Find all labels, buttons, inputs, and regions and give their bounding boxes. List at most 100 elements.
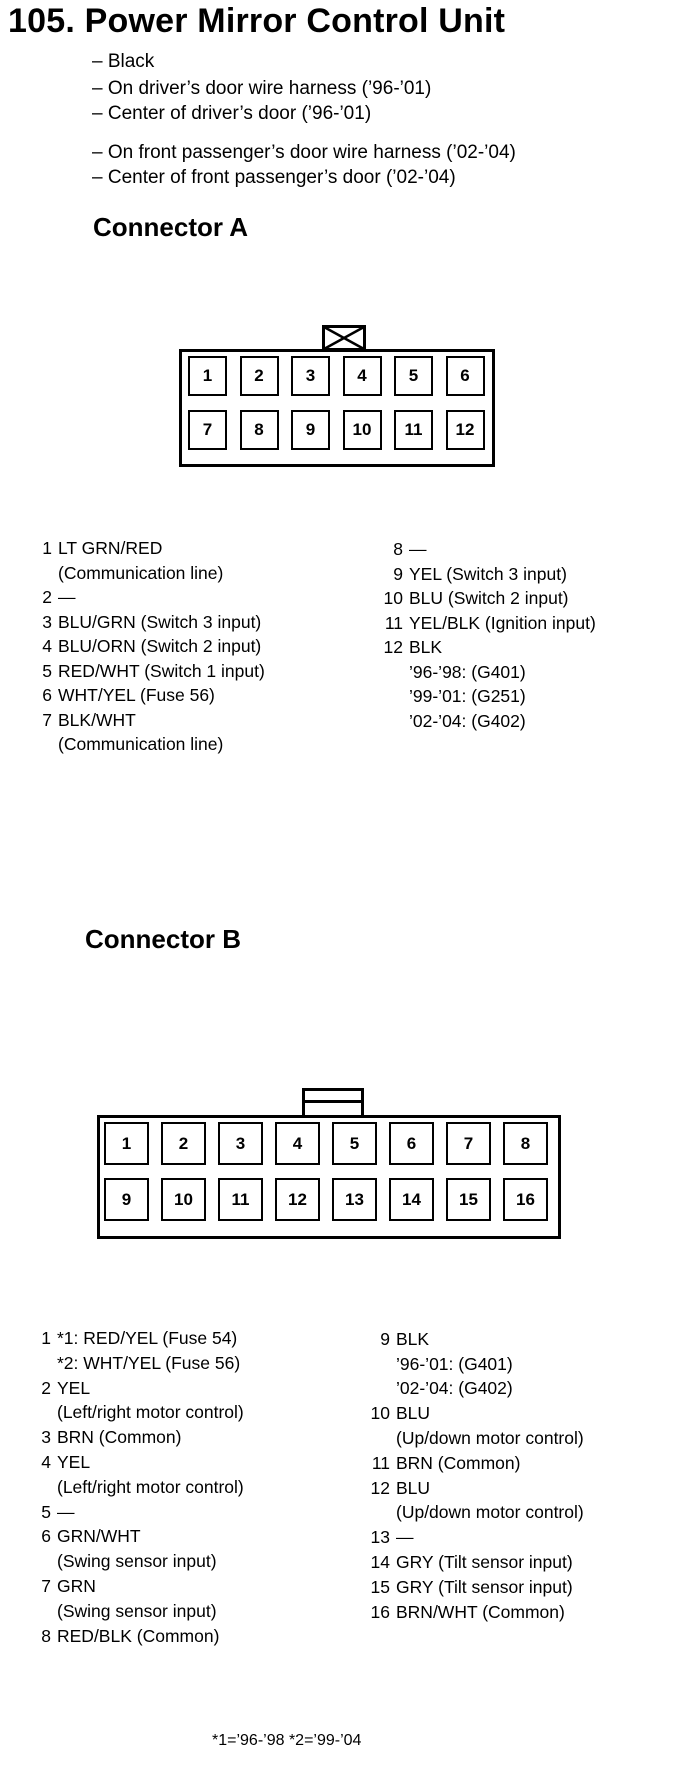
connector-a-cell: 1 xyxy=(188,356,227,396)
pin-wire-color: GRN xyxy=(57,1576,96,1596)
pin-wire-color: GRY (Tilt sensor input) xyxy=(396,1577,573,1597)
connector-a-cell: 12 xyxy=(445,410,485,450)
pin-number: 2 xyxy=(42,587,52,607)
pin-detail: ’96-’98: (G401) xyxy=(409,661,526,682)
pin-number: 14 xyxy=(370,1552,390,1573)
connector-a-cell: 2 xyxy=(239,356,279,396)
pin-number: 11 xyxy=(384,612,403,633)
location-note-color: – Black xyxy=(92,51,155,72)
pin-9-description: 9 BLK ’96-’01: (G401) ’02-’04: (G402) xyxy=(362,1327,513,1401)
footnote: *1=’96-’98 *2=’99-’04 xyxy=(212,1732,362,1749)
pin-number: 1 xyxy=(42,538,52,558)
connector-b-cell: 10 xyxy=(161,1178,206,1221)
pin-3-description: 3 BRN (Common) xyxy=(23,1425,181,1450)
pin-detail: (Communication line) xyxy=(58,562,224,583)
pin-number: 5 xyxy=(42,660,52,681)
connector-b-cell: 3 xyxy=(218,1122,263,1165)
pin-number: 7 xyxy=(41,1576,51,1596)
pin-detail: (Swing sensor input) xyxy=(57,1550,217,1571)
pin-detail: (Communication line) xyxy=(58,734,224,754)
pin-wire-color: BRN/WHT (Common) xyxy=(396,1601,565,1622)
connector-a-latch-icon xyxy=(322,325,366,351)
connector-a-cell: 10 xyxy=(342,410,382,450)
connector-a-cell: 6 xyxy=(445,356,485,396)
pin-wire-color: — xyxy=(58,587,76,607)
connector-b-cell: 5 xyxy=(332,1122,377,1165)
pin-number: 13 xyxy=(370,1527,390,1548)
pin-number: 16 xyxy=(370,1601,390,1622)
connector-b-cell: 7 xyxy=(446,1122,491,1165)
pin-detail: ’96-’01: (G401) xyxy=(396,1353,513,1374)
connector-a-cell: 3 xyxy=(291,356,330,396)
pin-8-description: 8— xyxy=(379,537,427,562)
pin-16-description: 16 BRN/WHT (Common) xyxy=(362,1600,565,1625)
pin-detail: *2: WHT/YEL (Fuse 56) xyxy=(57,1352,241,1373)
connector-a-face xyxy=(179,349,495,467)
pin-detail: ’02-’04: (G402) xyxy=(409,710,526,731)
pin-number: 9 xyxy=(380,1329,390,1349)
connector-b-latch-icon xyxy=(302,1088,364,1116)
connector-b-cell: 1 xyxy=(104,1122,149,1165)
pin-number: 4 xyxy=(41,1452,51,1472)
pin-wire-color: — xyxy=(57,1501,75,1522)
pin-detail: (Up/down motor control) xyxy=(396,1427,584,1448)
pin-8-description: 8 RED/BLK (Common) xyxy=(23,1624,219,1649)
pin-detail: (Left/right motor control) xyxy=(57,1402,244,1423)
connector-b-heading: Connector B xyxy=(85,924,241,954)
connector-b-cell: 2 xyxy=(161,1122,206,1165)
pin-detail: ’99-’01: (G251) xyxy=(409,686,526,706)
pin-wire-color: BLU (Switch 2 input) xyxy=(409,588,569,608)
pin-number: 3 xyxy=(41,1427,51,1448)
pin-wire-color: BLU xyxy=(396,1477,431,1498)
connector-b-cell: 15 xyxy=(446,1178,491,1221)
pin-wire-color: BLK xyxy=(396,1329,430,1349)
pin-wire-color: — xyxy=(396,1527,414,1548)
connector-b-cell: 6 xyxy=(389,1122,434,1165)
pin-wire-color: YEL (Switch 3 input) xyxy=(409,563,567,584)
pin-11-description: 11 BRN (Common) xyxy=(362,1451,521,1476)
pin-number: 11 xyxy=(371,1453,390,1473)
pin-number: 7 xyxy=(42,709,52,730)
pin-wire-color: BLU/ORN (Switch 2 input) xyxy=(58,636,262,656)
pin-13-description: 13 — xyxy=(362,1525,414,1550)
pin-wire-color: WHT/YEL (Fuse 56) xyxy=(58,685,215,705)
pin-wire-color: LT GRN/RED xyxy=(58,538,163,558)
connector-b-cell: 9 xyxy=(104,1178,149,1221)
location-note-passenger-harness: – On front passenger’s door wire harness… xyxy=(92,142,516,163)
pin-number: 15 xyxy=(370,1577,390,1597)
pin-wire-color: *1: RED/YEL (Fuse 54) xyxy=(57,1328,238,1348)
location-note-driver-door: – Center of driver’s door (’96-’01) xyxy=(92,103,372,124)
pin-number: 12 xyxy=(370,1477,390,1498)
connector-a-cell: 9 xyxy=(291,410,330,450)
pin-wire-color: RED/BLK (Common) xyxy=(57,1625,220,1646)
pin-number: 3 xyxy=(42,611,52,632)
pin-wire-color: YEL xyxy=(57,1452,91,1472)
pin-wire-color: — xyxy=(409,539,427,559)
pin-wire-color: BRN (Common) xyxy=(396,1453,521,1473)
pin-1-description: 1 LT GRN/RED (Communication line) xyxy=(28,536,223,585)
pin-2-description: 2— xyxy=(28,585,76,610)
connector-b-cell: 11 xyxy=(218,1178,263,1221)
pin-number: 9 xyxy=(393,563,403,584)
connector-a-cell: 11 xyxy=(394,410,433,450)
pin-9-description: 9 YEL (Switch 3 input) xyxy=(379,562,567,587)
pin-detail: ’02-’04: (G402) xyxy=(396,1378,513,1398)
pin-wire-color: BRN (Common) xyxy=(57,1427,182,1448)
connector-b-cell: 14 xyxy=(389,1178,434,1221)
pin-detail: (Swing sensor input) xyxy=(57,1600,217,1621)
pin-detail: (Left/right motor control) xyxy=(57,1476,244,1497)
pin-wire-color: YEL xyxy=(57,1377,91,1398)
pin-number: 8 xyxy=(41,1625,51,1646)
